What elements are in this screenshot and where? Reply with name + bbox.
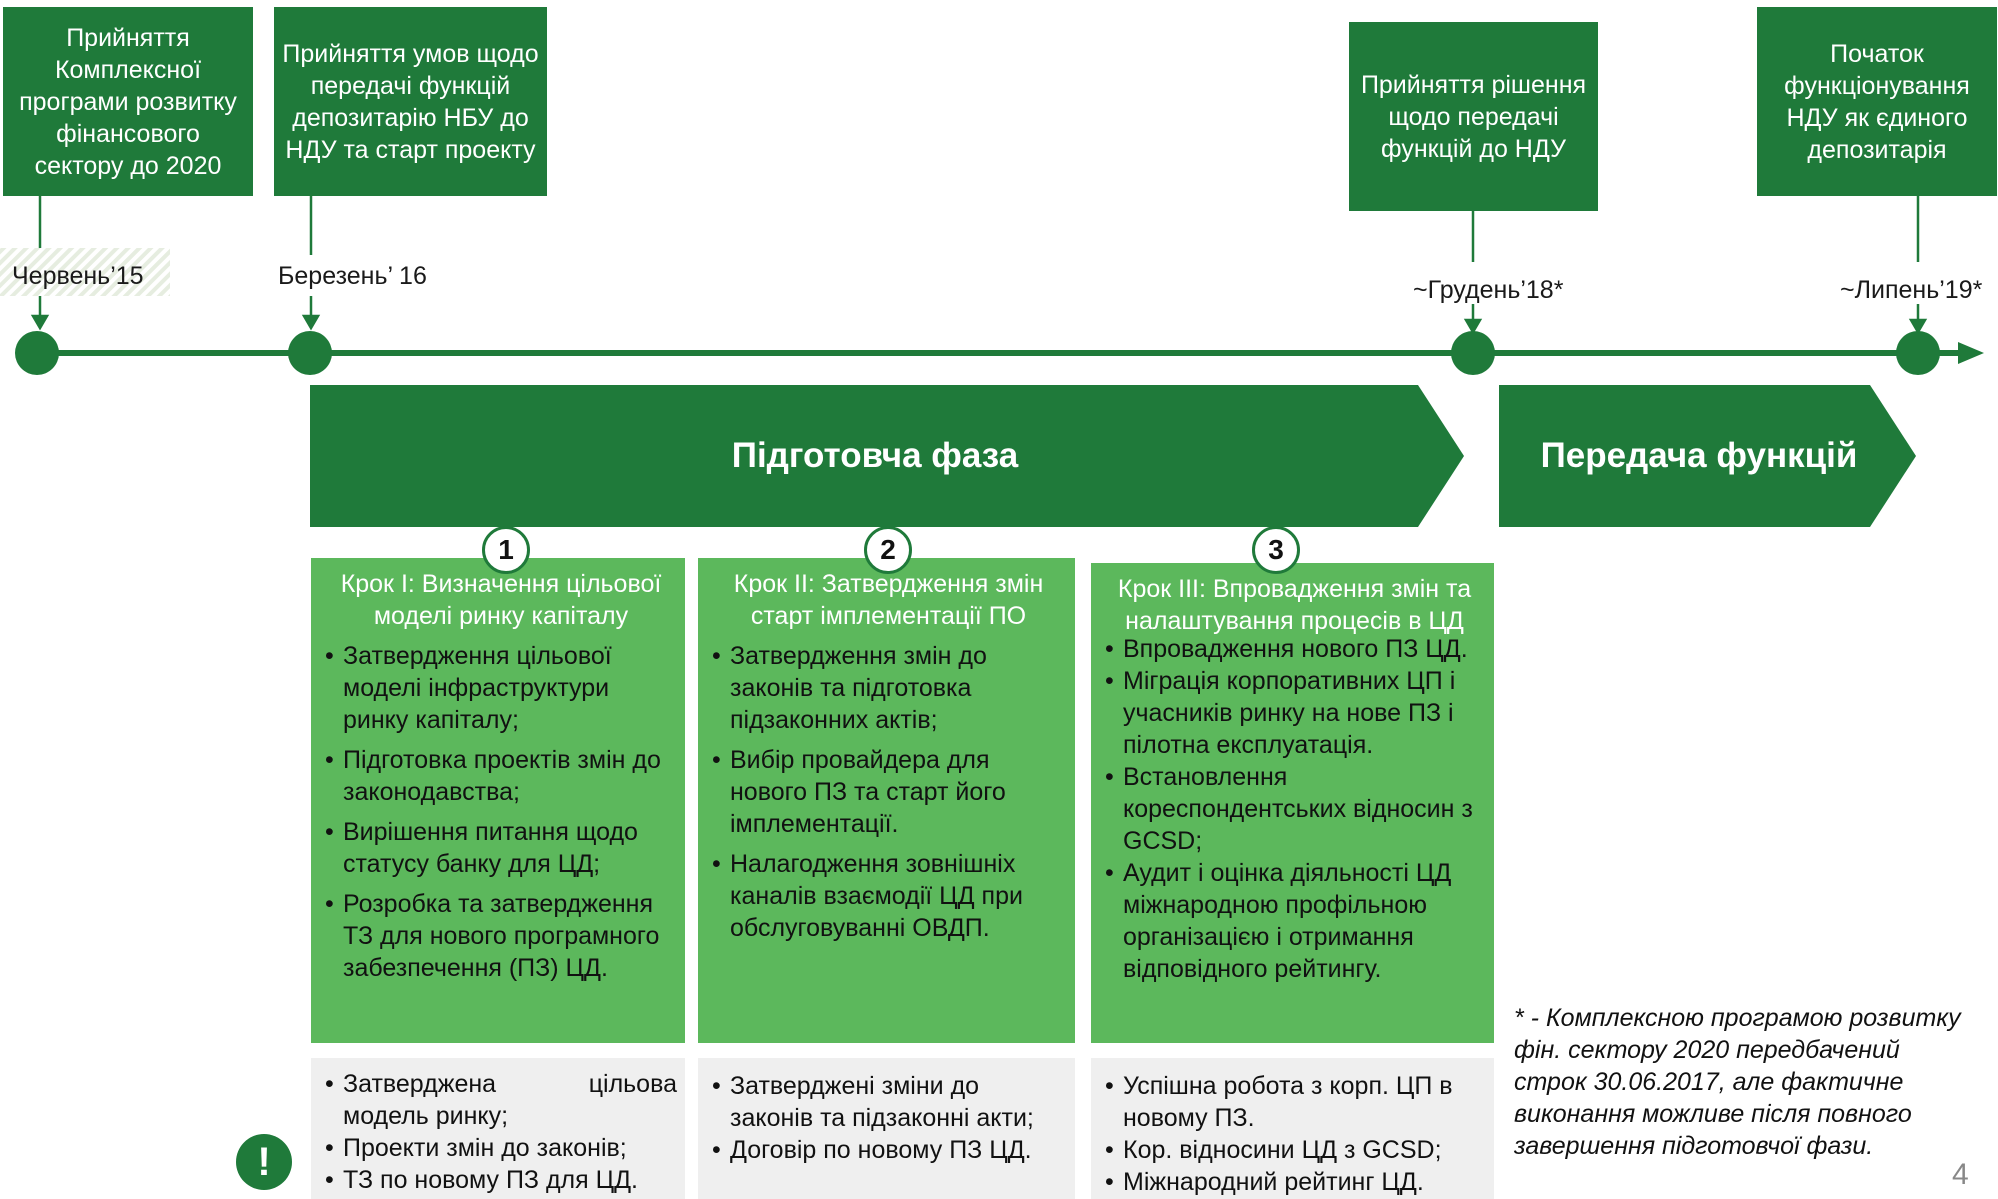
milestone-box-4: Початок функціонування НДУ як єдиного де… [1757, 7, 1997, 196]
result-list-3: Успішна робота з корп. ЦП в новому ПЗ. К… [1101, 1070, 1488, 1198]
milestone-text-4: Початок функціонування НДУ як єдиного де… [1784, 39, 1970, 164]
list-item: Успішна робота з корп. ЦП в новому ПЗ. [1101, 1070, 1488, 1134]
list-item: Затвердження цільової моделі інфраструкт… [321, 640, 681, 736]
step-number-3: 3 [1252, 526, 1300, 574]
phase-arrows [310, 385, 1916, 527]
result-list-1: Затверджена цільова модель ринку; Проект… [321, 1068, 677, 1196]
milestone-box-2: Прийняття умов щодо передачі функцій деп… [274, 7, 547, 196]
transfer-phase-label: Передача функцій [1540, 436, 1858, 475]
date-label-4: ~Липень’19* [1840, 276, 1983, 304]
step-bullets-1: Затвердження цільової моделі інфраструкт… [321, 640, 681, 984]
list-item: Затверджена цільова модель ринку; [321, 1068, 677, 1132]
timeline [0, 196, 1984, 375]
milestone-text-1: Прийняття Комплексної програми розвитку … [19, 23, 237, 180]
list-item: Вибір провайдера для нового ПЗ та старт … [708, 744, 1069, 840]
result-box-3: Успішна робота з корп. ЦП в новому ПЗ. К… [1091, 1058, 1494, 1199]
list-item: Затвердження змін до законів та підготов… [708, 640, 1069, 736]
date-label-1: Червень’15 [12, 262, 144, 290]
prep-phase-arrow [310, 385, 1464, 527]
result-box-2: Затверджені зміни до законів та підзакон… [698, 1058, 1075, 1199]
milestone-text-2: Прийняття умов щодо передачі функцій деп… [282, 39, 539, 164]
list-item: Вирішення питання щодо статусу банку для… [321, 816, 681, 880]
list-item: Аудит і оцінка діяльності ЦД міжнародною… [1101, 857, 1488, 985]
list-item: Договір по новому ПЗ ЦД. [708, 1134, 1069, 1166]
list-item: ТЗ по новому ПЗ для ЦД. [321, 1164, 677, 1196]
result-box-1: Затверджена цільова модель ринку; Проект… [311, 1058, 685, 1199]
hatched-label-bg [0, 248, 170, 296]
step-box-3: Крок ІІІ: Впровадження змін та налаштува… [1091, 563, 1494, 1043]
list-item: Встановлення кореспондентських відносин … [1101, 761, 1488, 857]
step-bullets-3: Впровадження нового ПЗ ЦД. Міграція корп… [1101, 633, 1488, 985]
footnote: * - Комплексною програмою розвитку фін. … [1514, 1004, 1961, 1160]
date-label-2: Березень’ 16 [278, 262, 427, 290]
timeline-arrowhead [1958, 342, 1984, 364]
timeline-dot-4 [1896, 331, 1940, 375]
list-item: Міграція корпоративних ЦП і учасників ри… [1101, 665, 1488, 761]
step-title-2: Крок ІІ: Затвердження змін старт імплеме… [733, 570, 1044, 630]
list-item: Впровадження нового ПЗ ЦД. [1101, 633, 1488, 665]
result-list-2: Затверджені зміни до законів та підзакон… [708, 1070, 1069, 1166]
milestone-text-3: Прийняття рішення щодо передачі функцій … [1360, 70, 1587, 163]
list-item: Налагодження зовнішніх каналів взаємодії… [708, 848, 1069, 944]
step-box-2: Крок ІІ: Затвердження змін старт імплеме… [698, 558, 1075, 1043]
milestone-box-3: Прийняття рішення щодо передачі функцій … [1349, 22, 1598, 211]
step-number-1: 1 [482, 526, 530, 574]
list-item: Розробка та затвердження ТЗ для нового п… [321, 888, 681, 984]
step-title-1: Крок І: Визначення цільової моделі ринку… [340, 570, 662, 630]
list-item: Міжнародний рейтинг ЦД. [1101, 1166, 1488, 1198]
timeline-dot-1 [15, 331, 59, 375]
list-item: Проекти змін до законів; [321, 1132, 677, 1164]
list-item: Кор. відносини ЦД з GCSD; [1101, 1134, 1488, 1166]
page-number: 4 [1952, 1158, 1969, 1191]
step-bullets-2: Затвердження змін до законів та підготов… [708, 640, 1069, 944]
list-item: Підготовка проектів змін до законодавств… [321, 744, 681, 808]
milestone-box-1: Прийняття Комплексної програми розвитку … [3, 7, 253, 196]
timeline-dot-3 [1451, 331, 1495, 375]
timeline-dot-2 [288, 331, 332, 375]
list-item: Затверджені зміни до законів та підзакон… [708, 1070, 1069, 1134]
step-number-2: 2 [864, 526, 912, 574]
step-title-3: Крок ІІІ: Впровадження змін та налаштува… [1117, 575, 1472, 635]
date-label-3: ~Грудень’18* [1413, 276, 1564, 304]
warning-icon: ! [236, 1134, 292, 1190]
step-box-1: Крок І: Визначення цільової моделі ринку… [311, 558, 685, 1043]
prep-phase-label: Підготовча фаза [731, 436, 1019, 475]
transfer-phase-arrow [1499, 385, 1916, 527]
